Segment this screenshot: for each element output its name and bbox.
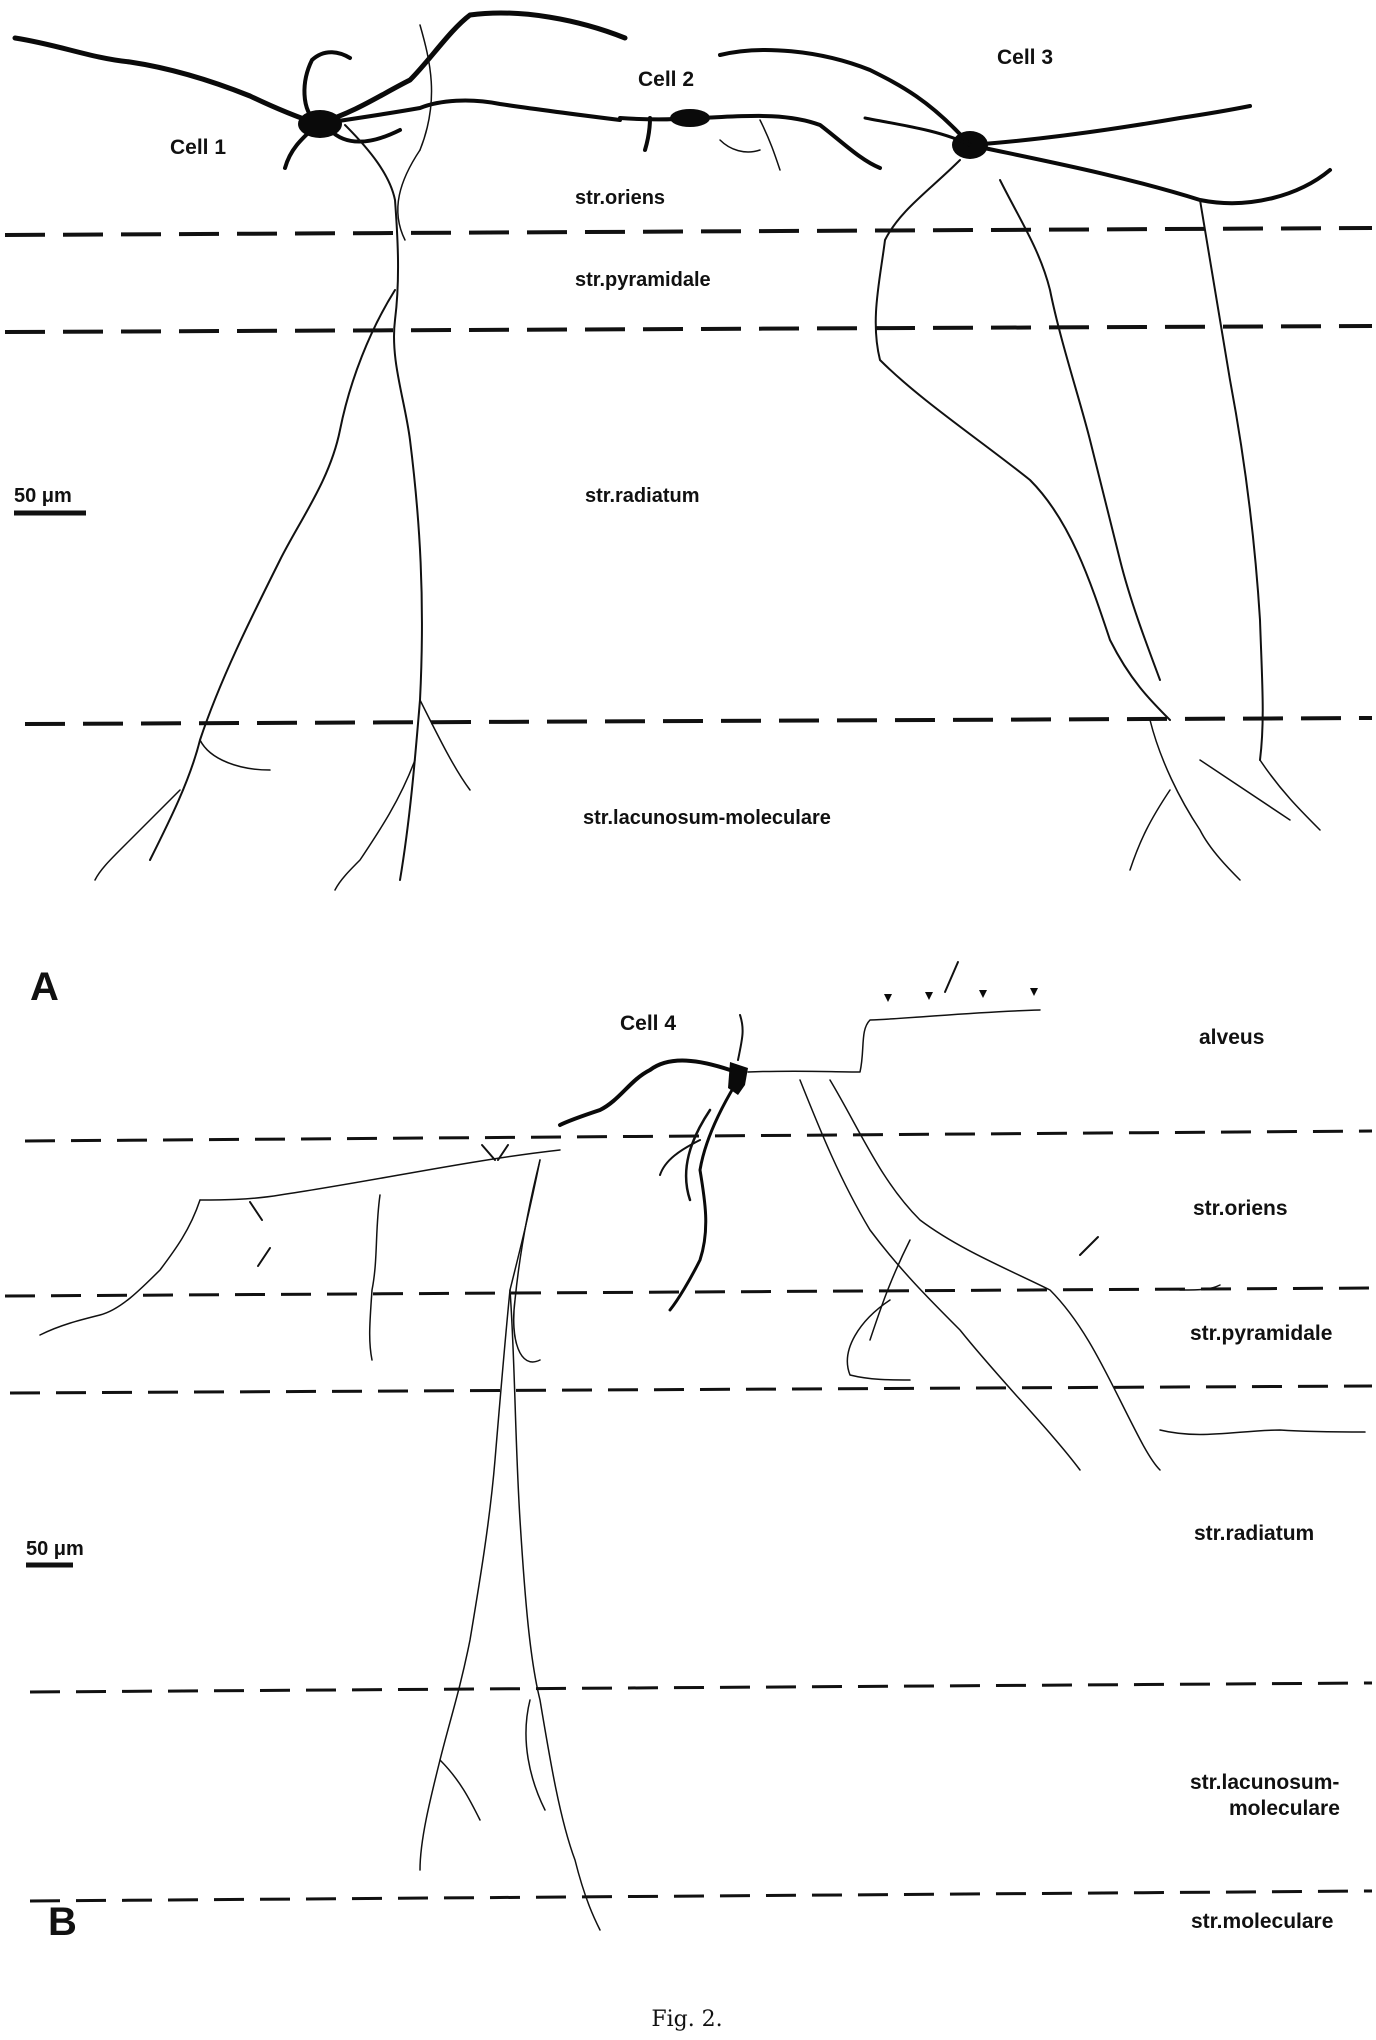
label-alveus: alveus (1199, 1026, 1264, 1049)
label-str-oriens-b: str.oriens (1193, 1197, 1288, 1220)
cell-4-drawing (39, 1009, 1366, 1931)
boundary-pyramidale-radiatum-b (9, 1384, 1373, 1395)
label-str-pyramidale-b: str.pyramidale (1190, 1322, 1332, 1345)
label-str-oriens-a: str.oriens (575, 187, 665, 209)
cell-1-soma (298, 110, 342, 138)
boundary-radiatum-lacunosum-a (24, 716, 1373, 726)
arrowheads (249, 961, 1099, 1267)
label-str-lacunosum-b-line1: str.lacunosum- (1190, 1771, 1339, 1794)
boundary-lacunosum-moleculare-b (29, 1889, 1373, 1903)
label-cell-1: Cell 1 (170, 136, 226, 159)
label-cell-4: Cell 4 (620, 1012, 676, 1035)
scale-bar-label-b: 50 μm (26, 1538, 84, 1560)
panel-letter-b: B (48, 1900, 77, 1944)
boundary-oriens-pyramidale-a (4, 226, 1373, 237)
label-cell-3: Cell 3 (997, 46, 1053, 69)
label-str-radiatum-b: str.radiatum (1194, 1522, 1314, 1545)
label-str-lacunosum-moleculare-a: str.lacunosum-moleculare (583, 807, 831, 829)
boundary-oriens-pyramidale-b (4, 1286, 1373, 1298)
boundary-radiatum-lacunosum-b (29, 1681, 1373, 1694)
label-str-pyramidale-a: str.pyramidale (575, 269, 711, 291)
scale-bar-label-a: 50 μm (14, 485, 72, 507)
label-str-moleculare-b: str.moleculare (1191, 1910, 1333, 1933)
boundary-alveus-oriens-b (24, 1129, 1373, 1143)
panel-letter-a: A (30, 965, 59, 1009)
panel-b: Cell 4 alveus str.oriens str.pyramidale … (4, 961, 1373, 1944)
cell-1-drawing (12, 10, 628, 891)
label-str-lacunosum-b-line2: moleculare (1229, 1797, 1340, 1820)
figure-caption: Fig. 2. (651, 2007, 722, 2032)
cell-3-drawing (718, 48, 1332, 881)
cell-2-drawing (618, 109, 882, 171)
label-str-radiatum-a: str.radiatum (585, 485, 699, 507)
panel-a: Cell 1 Cell 2 Cell 3 str.oriens str.pyra… (4, 10, 1373, 1009)
boundary-pyramidale-radiatum-a (4, 324, 1373, 334)
label-cell-2: Cell 2 (638, 68, 694, 91)
